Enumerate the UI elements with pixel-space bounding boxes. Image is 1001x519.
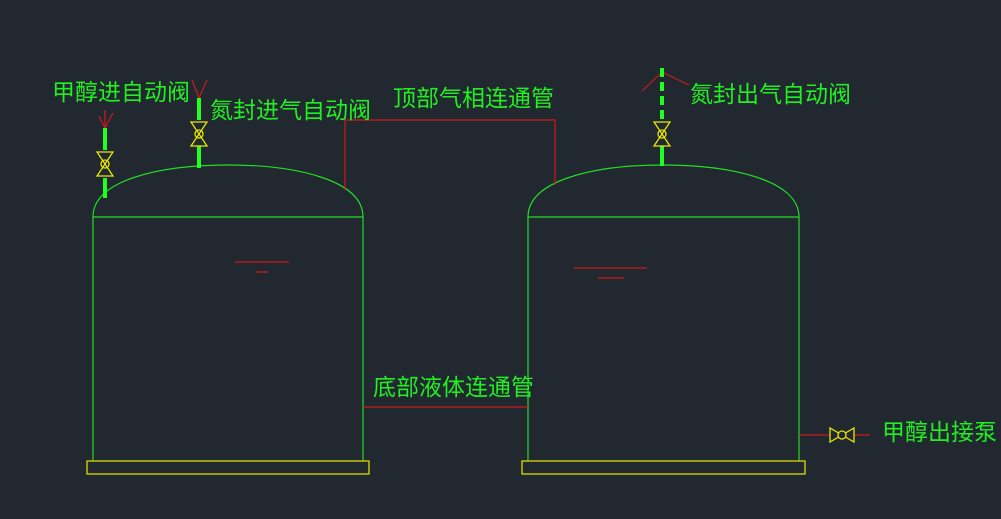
methanol-inlet-valve-icon[interactable] [95, 151, 115, 177]
nitrogen-outlet-valve-icon[interactable] [652, 121, 672, 147]
right-tank [521, 164, 806, 475]
nitrogen-inlet-valve-label: 氮封进气自动阀 [210, 98, 371, 124]
right-tank-base [521, 460, 806, 475]
nitrogen-inlet-tip-left [191, 79, 200, 99]
left-tank-base [86, 460, 370, 475]
nitrogen-outlet-vent-right [661, 71, 690, 86]
nitrogen-outlet-valve-label: 氮封出气自动阀 [690, 82, 851, 108]
nitrogen-inlet-valve-icon[interactable] [189, 121, 209, 147]
methanol-outlet-valve-icon[interactable] [829, 426, 855, 444]
methanol-inlet-tip-right [104, 112, 114, 129]
top-gas-connecting-pipe [344, 119, 556, 190]
methanol-inlet-tip-left [98, 115, 106, 129]
right-tank-dome [527, 164, 800, 218]
nitrogen-inlet-tip-right [198, 79, 208, 99]
methanol-outlet-line [799, 426, 870, 444]
methanol-outlet-pump-label: 甲醇出接泵 [882, 420, 997, 446]
methanol-inlet-line [95, 110, 115, 198]
left-tank-dome [92, 164, 364, 218]
top-gas-pipe-label: 顶部气相连通管 [393, 86, 554, 112]
nitrogen-inlet-line [189, 79, 209, 168]
nitrogen-outlet-line [641, 68, 690, 166]
nitrogen-outlet-vent-left [641, 71, 663, 92]
bottom-liquid-pipe-label: 底部液体连通管 [373, 375, 534, 401]
methanol-inlet-valve-label: 甲醇进自动阀 [52, 80, 190, 106]
left-tank [86, 164, 370, 475]
